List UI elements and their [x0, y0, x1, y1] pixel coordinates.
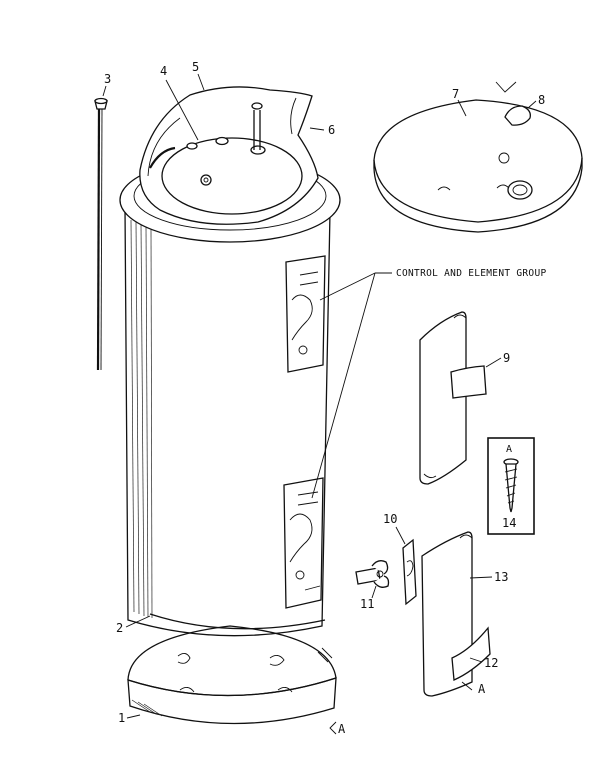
upper-control-opening: [285, 255, 326, 373]
screw-icon: [503, 458, 519, 513]
letter-a-right: A: [478, 682, 486, 696]
lower-insulation-pad: [451, 626, 491, 681]
upper-insulation-pad: [450, 365, 487, 399]
callout-9: 9: [503, 351, 510, 365]
callout-8: 8: [538, 93, 545, 107]
top-cover: [373, 99, 583, 233]
leader-13: [469, 576, 493, 579]
callout-12: 12: [484, 656, 498, 670]
group-leader-lower: [311, 272, 376, 499]
callout-14: 14: [502, 516, 516, 530]
callout-7: 7: [452, 87, 459, 101]
letter-a-bottom: A: [338, 722, 346, 736]
base-pan: [127, 625, 337, 725]
group-leader-upper: [319, 272, 376, 301]
callout-10: 10: [383, 512, 397, 526]
leader-7: [457, 99, 467, 117]
arrow-a-bottom: [329, 721, 337, 735]
leader-10: [395, 526, 406, 545]
leader-8: [527, 100, 537, 109]
leader-1: [126, 714, 141, 719]
leader-12: [469, 657, 483, 663]
leader-5: [197, 73, 205, 91]
upper-access-panel: [419, 311, 467, 485]
leader-11: [371, 585, 377, 599]
callout-4: 4: [160, 64, 167, 78]
cover-plug: [495, 81, 531, 126]
callout-2: 2: [116, 621, 123, 635]
inner-tank-top: [149, 102, 303, 215]
callout-11: 11: [360, 597, 374, 611]
letter-a-box: A: [506, 444, 512, 455]
leader-3: [102, 85, 107, 97]
lower-control-opening: [283, 477, 324, 609]
callout-6: 6: [328, 123, 335, 137]
leader-9: [485, 357, 502, 368]
leader-6: [309, 127, 325, 131]
arrow-a-right: [461, 681, 473, 691]
group-label: CONTROL AND ELEMENT GROUP: [396, 268, 547, 279]
callout-13: 13: [494, 570, 508, 584]
leader-4: [165, 79, 199, 141]
bracket-plate: [402, 538, 417, 606]
leader-2: [125, 615, 151, 628]
thermostat-part: [355, 560, 390, 588]
callout-1: 1: [118, 711, 125, 725]
callout-5: 5: [192, 60, 199, 74]
callout-3: 3: [104, 72, 111, 86]
anode-rod: [94, 97, 108, 371]
screw-box: [487, 437, 535, 535]
tank-jacket: [124, 207, 331, 637]
